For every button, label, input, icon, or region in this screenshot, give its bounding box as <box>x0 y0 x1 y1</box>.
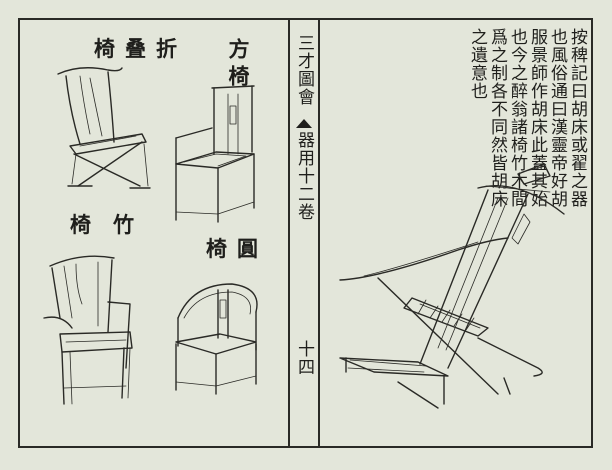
spine-book-title: 三才圖會 <box>294 34 314 106</box>
label-square-chair: 方椅 <box>226 38 251 92</box>
folding-deck-chair-illustration <box>339 163 565 409</box>
text-column-3: 服景師作胡床此蓋其始 <box>527 28 547 208</box>
round-chair-illustration <box>175 283 258 395</box>
bamboo-chair-illustration <box>43 255 133 405</box>
label-folding-chair: 折叠椅 <box>94 36 187 61</box>
spine-page-number: 十四 <box>294 340 314 376</box>
text-column-2: 也風俗通曰漢靈帝好胡 <box>547 28 567 208</box>
center-spine <box>288 18 320 448</box>
text-column-6: 之遺意也 <box>467 28 487 100</box>
label-round-chair: 圓椅 <box>206 236 268 261</box>
folding-chair-illustration <box>57 67 151 189</box>
label-bamboo-chair: 竹椅 <box>70 212 156 237</box>
page-border <box>18 18 593 448</box>
spine-section: 器用十二卷 <box>294 131 314 221</box>
text-column-1: 按稗記曰胡床或翟之器 <box>567 28 587 208</box>
text-column-4: 也今之醉翁諸椅竹木間 <box>507 28 527 208</box>
fish-tail-mark <box>296 119 312 128</box>
text-column-5: 爲之制各不同然皆胡床 <box>487 28 507 208</box>
square-chair-illustration <box>175 85 255 223</box>
